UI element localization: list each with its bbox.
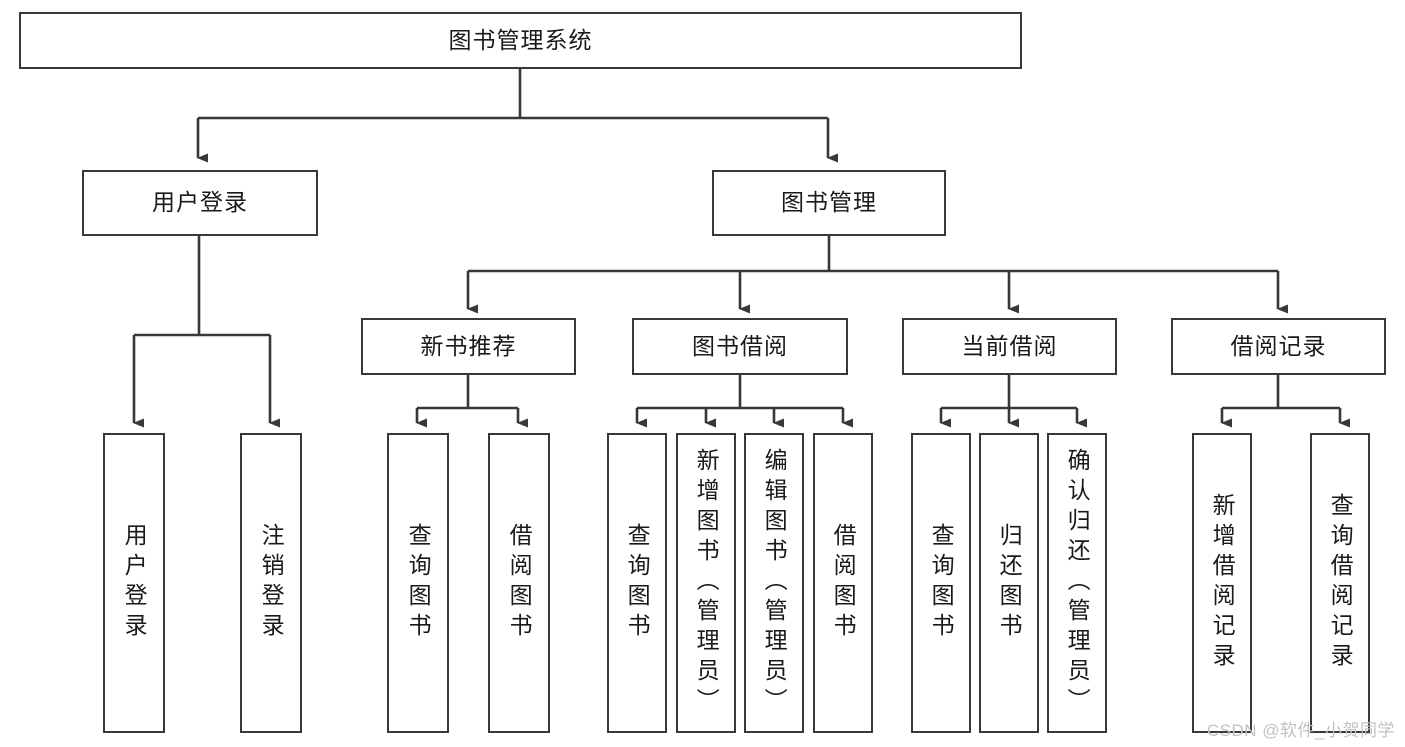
leaf-label: 借阅图书 bbox=[506, 523, 533, 643]
node-borrow-record-label: 借阅记录 bbox=[1230, 332, 1327, 359]
leaf-borrow-query-book[interactable]: 查询图书 bbox=[607, 433, 667, 733]
node-current-borrow[interactable]: 当前借阅 bbox=[902, 318, 1117, 375]
node-root-label: 图书管理系统 bbox=[448, 26, 593, 53]
leaf-recommend-borrow-book[interactable]: 借阅图书 bbox=[488, 433, 550, 733]
leaf-current-confirm-return-admin[interactable]: 确认归还（管理员） bbox=[1047, 433, 1107, 733]
leaf-record-add-record[interactable]: 新增借阅记录 bbox=[1192, 433, 1252, 733]
leaf-user-login-logout[interactable]: 注销登录 bbox=[240, 433, 302, 733]
node-new-book-recommend[interactable]: 新书推荐 bbox=[361, 318, 576, 375]
leaf-borrow-borrow-book[interactable]: 借阅图书 bbox=[813, 433, 873, 733]
csdn-watermark: CSDN @软件_小贺同学 bbox=[1206, 721, 1395, 740]
leaf-record-query-record[interactable]: 查询借阅记录 bbox=[1310, 433, 1370, 733]
leaf-label: 用户登录 bbox=[121, 523, 148, 643]
leaf-borrow-edit-book-admin[interactable]: 编辑图书（管理员） bbox=[744, 433, 804, 733]
node-book-borrow[interactable]: 图书借阅 bbox=[632, 318, 848, 375]
node-book-management-label: 图书管理 bbox=[781, 189, 877, 216]
node-book-borrow-label: 图书借阅 bbox=[692, 332, 788, 359]
leaf-label: 归还图书 bbox=[996, 523, 1023, 643]
node-user-login[interactable]: 用户登录 bbox=[82, 170, 318, 236]
leaf-label: 确认归还（管理员） bbox=[1064, 448, 1091, 718]
leaf-current-return-book[interactable]: 归还图书 bbox=[979, 433, 1039, 733]
leaf-label: 编辑图书（管理员） bbox=[761, 448, 788, 718]
leaf-label: 新增借阅记录 bbox=[1209, 493, 1236, 673]
leaf-user-login-login[interactable]: 用户登录 bbox=[103, 433, 165, 733]
leaf-label: 查询图书 bbox=[928, 523, 955, 643]
node-current-borrow-label: 当前借阅 bbox=[961, 332, 1058, 359]
leaf-label: 查询图书 bbox=[624, 523, 651, 643]
node-root[interactable]: 图书管理系统 bbox=[19, 12, 1022, 69]
leaf-recommend-query-book[interactable]: 查询图书 bbox=[387, 433, 449, 733]
node-book-management[interactable]: 图书管理 bbox=[712, 170, 946, 236]
leaf-current-query-book[interactable]: 查询图书 bbox=[911, 433, 971, 733]
leaf-label: 新增图书（管理员） bbox=[693, 448, 720, 718]
node-borrow-record[interactable]: 借阅记录 bbox=[1171, 318, 1386, 375]
leaf-borrow-add-book-admin[interactable]: 新增图书（管理员） bbox=[676, 433, 736, 733]
leaf-label: 查询借阅记录 bbox=[1327, 493, 1354, 673]
leaf-label: 借阅图书 bbox=[830, 523, 857, 643]
leaf-label: 查询图书 bbox=[405, 523, 432, 643]
node-new-book-recommend-label: 新书推荐 bbox=[420, 332, 517, 359]
node-user-login-label: 用户登录 bbox=[152, 189, 248, 216]
leaf-label: 注销登录 bbox=[258, 523, 285, 643]
